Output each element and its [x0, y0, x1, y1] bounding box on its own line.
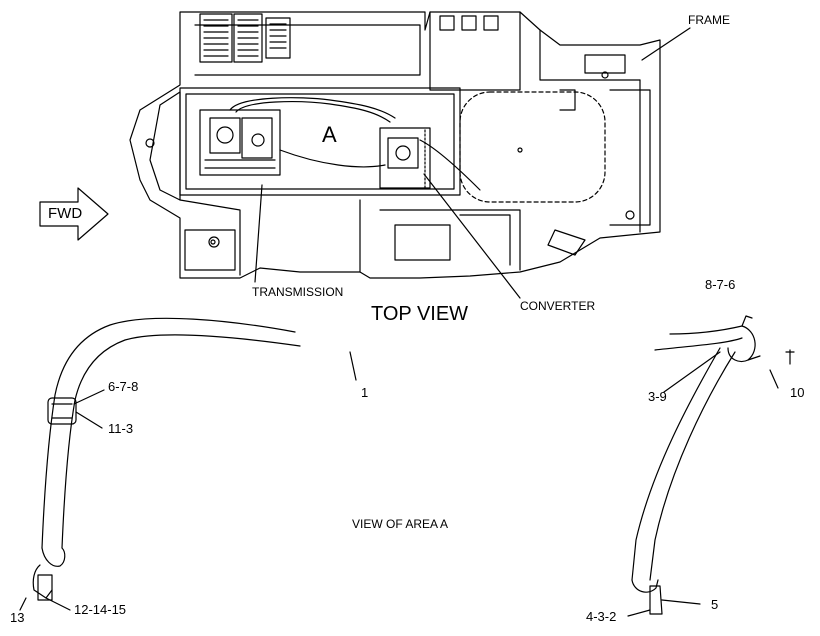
- transmission-label: TRANSMISSION: [252, 285, 344, 299]
- converter-block: [379, 127, 431, 189]
- frame-label: FRAME: [688, 13, 730, 27]
- right-hose: [627, 315, 795, 617]
- leader-lines: [254, 27, 691, 381]
- view-of-area-label: VIEW OF AREA A: [352, 517, 449, 531]
- engine-compartment: [179, 87, 461, 196]
- callout-1: 1: [361, 385, 369, 400]
- callout-13: 13: [10, 610, 25, 625]
- top-right-brackets: [439, 15, 626, 111]
- callout-10: 10: [790, 385, 805, 400]
- transmission-block: [199, 109, 281, 176]
- converter-label: CONVERTER: [520, 299, 596, 313]
- callout-11-3: 11-3: [108, 421, 134, 436]
- right-bay: [459, 91, 606, 203]
- left-hose: [19, 317, 301, 611]
- engine-hoses: [229, 97, 481, 191]
- top-view-title: TOP VIEW: [371, 303, 469, 325]
- callout-5: 5: [711, 597, 719, 612]
- callout-3-9: 3-9: [648, 389, 667, 404]
- area-a-label: A: [322, 122, 337, 147]
- fwd-arrow: [39, 187, 109, 241]
- callout-12-14-15: 12-14-15: [74, 602, 127, 617]
- callout-6-7-8: 6-7-8: [108, 379, 139, 394]
- fwd-label: FWD: [48, 205, 83, 222]
- callout-4-3-2: 4-3-2: [586, 609, 617, 624]
- frame-outline: [129, 11, 661, 279]
- radiator-grilles: [199, 13, 291, 63]
- callout-8-7-6: 8-7-6: [705, 277, 736, 292]
- lower-structure: [145, 71, 635, 271]
